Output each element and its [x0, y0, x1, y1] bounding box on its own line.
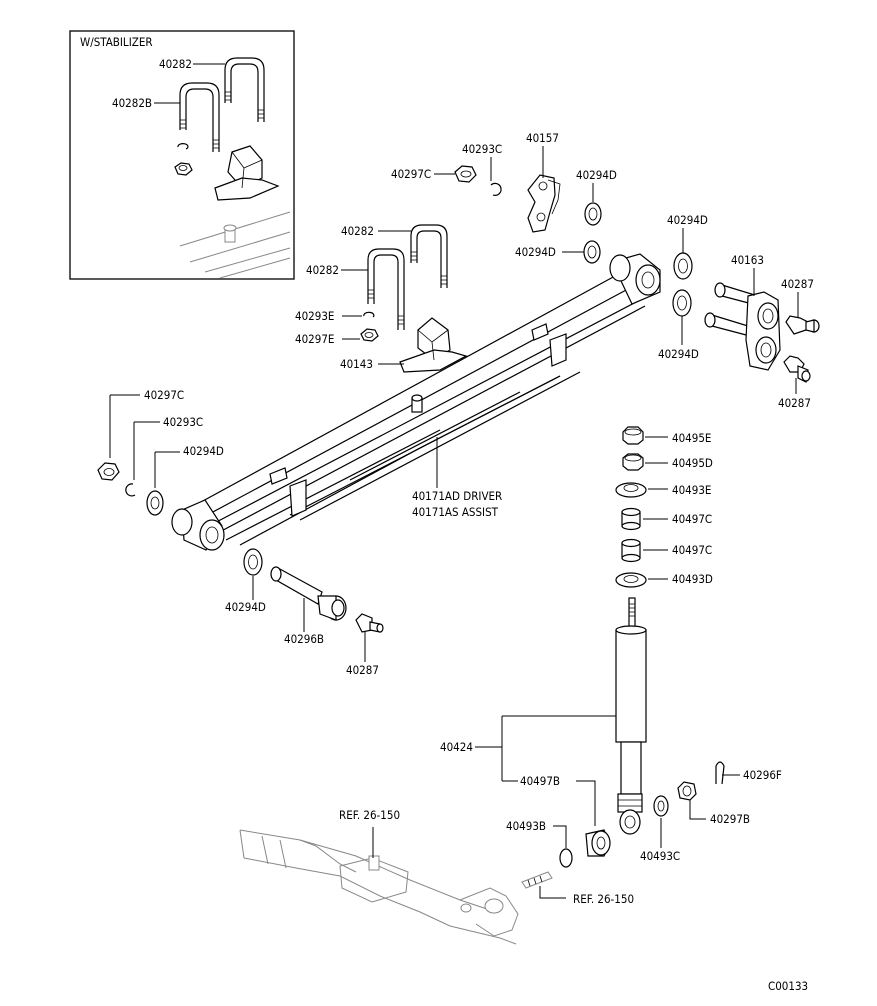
label-40294D-b: 40294D: [515, 245, 556, 259]
nut-40297C-left: [97, 462, 120, 481]
grease-fitting-40287-c: [355, 613, 384, 633]
label-40293C-left: 40293C: [163, 415, 203, 429]
label-40497B: 40497B: [520, 774, 560, 788]
label-40296B: 40296B: [284, 632, 324, 646]
nut-40297E: [360, 328, 379, 342]
ref-pin: [521, 871, 553, 889]
part-labels: 40282 40282B 40297C 40293C 40157 40294D …: [112, 57, 814, 993]
bushing-40497B: [585, 829, 611, 857]
spring-seat-40143: [399, 317, 468, 373]
label-40287-b: 40287: [778, 396, 811, 410]
label-40297B: 40297B: [710, 812, 750, 826]
washer-40493B: [559, 848, 573, 868]
label-40163: 40163: [731, 253, 764, 267]
label-40493B: 40493B: [506, 819, 546, 833]
washer-40294D-bottom: [243, 548, 263, 576]
label-inset-40282B: 40282B: [112, 96, 152, 110]
shackle-pin-40296B: [270, 566, 347, 621]
inset-nut: [174, 162, 193, 176]
label-40493D: 40493D: [672, 572, 713, 586]
grease-fitting-40287-a: [785, 315, 820, 335]
label-40294D-bottom: 40294D: [225, 600, 266, 614]
label-ref-26-150-a: REF. 26-150: [339, 808, 400, 822]
label-40297C-top: 40297C: [391, 167, 431, 181]
illustration-code: C00133: [768, 979, 808, 993]
inset-title: W/STABILIZER: [80, 35, 153, 49]
label-40497C-a: 40497C: [672, 512, 712, 526]
axle-reference: [239, 829, 519, 945]
label-40282-a: 40282: [341, 224, 374, 238]
label-40157: 40157: [526, 131, 559, 145]
shock-absorber-40424: [615, 597, 647, 835]
clip-40293C-top: [490, 182, 502, 196]
label-40294D-left: 40294D: [183, 444, 224, 458]
label-40294D-a: 40294D: [576, 168, 617, 182]
clip-40293E: [363, 311, 375, 318]
label-40293C-top: 40293C: [462, 142, 502, 156]
nut-40297B: [677, 781, 697, 801]
washer-40294D-a: [584, 202, 602, 226]
label-40287-c: 40287: [346, 663, 379, 677]
label-40293E: 40293E: [295, 309, 334, 323]
label-40287-a: 40287: [781, 277, 814, 291]
label-40171AD: 40171AD DRIVER: [412, 489, 502, 503]
stabilizer-inset: W/STABILIZER: [69, 30, 295, 280]
label-40294D-d: 40294D: [658, 347, 699, 361]
label-40143: 40143: [340, 357, 373, 371]
washer-40493C: [653, 795, 669, 817]
label-40282-b: 40282: [306, 263, 339, 277]
label-40171AS: 40171AS ASSIST: [412, 505, 499, 519]
shock-mount-stack: [615, 426, 647, 588]
clip-40293C-left: [125, 483, 136, 497]
label-ref-26-150-b: REF. 26-150: [573, 892, 634, 906]
nut-40297C-top: [454, 165, 477, 183]
label-40297E: 40297E: [295, 332, 334, 346]
label-40296F: 40296F: [743, 768, 782, 782]
washer-40294D-d: [672, 289, 692, 317]
u-bolt-40282-b: [367, 248, 405, 330]
leaf-spring-40171: [171, 253, 661, 551]
grease-fitting-40287-b: [783, 355, 811, 383]
u-bolt-40282-a: [410, 224, 448, 288]
label-40497C-b: 40497C: [672, 543, 712, 557]
label-40493C: 40493C: [640, 849, 680, 863]
inset-bracket: [214, 145, 280, 201]
label-40493E: 40493E: [672, 483, 711, 497]
label-40495E: 40495E: [672, 431, 711, 445]
inset-u-bolt-40282: [224, 57, 265, 122]
label-40495D: 40495D: [672, 456, 713, 470]
inset-u-bolt-40282B: [179, 82, 220, 152]
shackle-plate-40157: [527, 174, 561, 233]
inset-spring-section: [179, 211, 291, 279]
washer-40294D-c: [673, 252, 693, 280]
washer-40294D-left: [146, 490, 164, 516]
label-inset-40282: 40282: [159, 57, 192, 71]
label-40294D-c: 40294D: [667, 213, 708, 227]
cotter-pin-40296F: [715, 761, 725, 785]
shackle-40163: [704, 282, 781, 371]
washer-40294D-b: [583, 240, 601, 264]
label-40297C-left: 40297C: [144, 388, 184, 402]
label-40424: 40424: [440, 740, 473, 754]
